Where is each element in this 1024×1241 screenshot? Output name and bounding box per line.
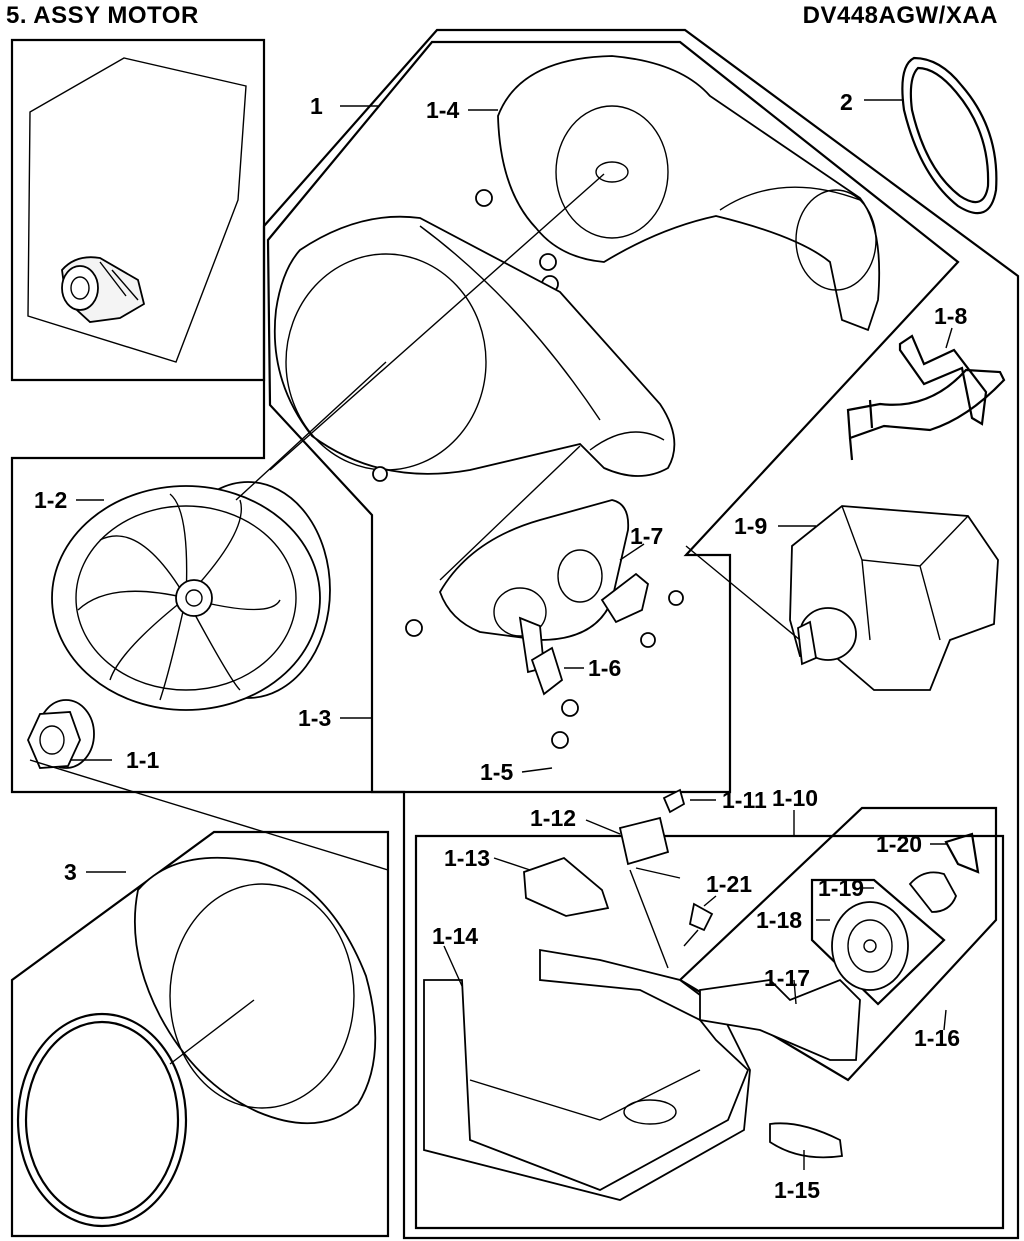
- callout-1-11: 1-11: [722, 787, 767, 813]
- leader-lines: [29, 99, 953, 1170]
- motor-clamps: [846, 334, 1006, 461]
- idler-base-parts: [423, 788, 751, 1201]
- callout-1-18: 1-18: [756, 907, 802, 933]
- blower-cover-and-gasket: [16, 856, 377, 1228]
- callout-1-16: 1-16: [914, 1025, 960, 1051]
- sensor-bracket-assembly: [405, 499, 684, 749]
- group-outlines: [10, 28, 1020, 1240]
- callout-1-8: 1-8: [934, 303, 967, 329]
- blower-fan: [51, 481, 331, 711]
- callout-3: 3: [64, 859, 77, 885]
- sub-assy-1-16-outline: [678, 806, 998, 1082]
- sub-assy-1-18-outline: [810, 878, 946, 1006]
- callout-1-2: 1-2: [34, 487, 67, 513]
- overview-inset-frame: [10, 38, 266, 382]
- idler-pulley-assembly: [699, 832, 980, 1159]
- drive-motor: [789, 505, 999, 691]
- callout-1-7: 1-7: [630, 523, 663, 549]
- section-title: 5. ASSY MOTOR: [6, 2, 199, 29]
- callout-1-20: 1-20: [876, 831, 922, 857]
- callout-1-4: 1-4: [426, 97, 459, 123]
- rear-housing: [475, 55, 881, 332]
- callout-1-12: 1-12: [530, 805, 576, 831]
- callout-1-9: 1-9: [734, 513, 767, 539]
- callout-1-10: 1-10: [772, 785, 818, 811]
- callout-labels: 1 2 3 1-1 1-2 1-3 1-4 1-5 1-6 1-7 1-8 1-…: [34, 89, 967, 1203]
- callout-2: 2: [840, 89, 853, 115]
- part-3-outline: [10, 830, 390, 1238]
- overview-inset: [27, 57, 247, 363]
- callout-1-19: 1-19: [818, 875, 864, 901]
- callout-1-6: 1-6: [588, 655, 621, 681]
- sub-assy-1-3-outline: [266, 40, 960, 794]
- callout-1-14: 1-14: [432, 923, 478, 949]
- drive-belt: [901, 56, 998, 215]
- fan-nut: [27, 699, 95, 769]
- callout-1-17: 1-17: [764, 965, 810, 991]
- callout-1-13: 1-13: [444, 845, 490, 871]
- callout-1-1: 1-1: [126, 747, 159, 773]
- callout-1-5: 1-5: [480, 759, 513, 785]
- sub-assy-1-10-outline: [414, 834, 1005, 1230]
- assy-1-outline: [10, 28, 1020, 1240]
- front-housing: [273, 215, 676, 482]
- callout-1: 1: [310, 93, 323, 119]
- callout-1-15: 1-15: [774, 1177, 820, 1203]
- callout-1-21: 1-21: [706, 871, 752, 897]
- callout-1-3: 1-3: [298, 705, 331, 731]
- model-number: DV448AGW/XAA: [802, 2, 998, 29]
